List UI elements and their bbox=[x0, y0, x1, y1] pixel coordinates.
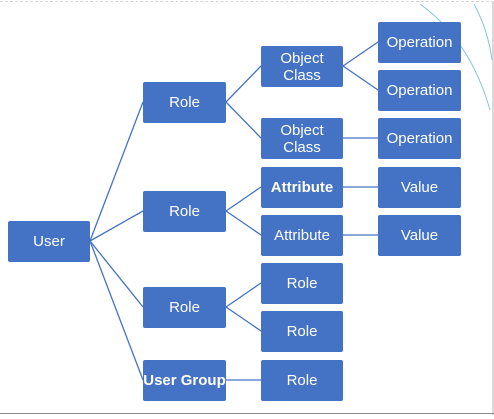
frame-bottom-border bbox=[0, 413, 494, 414]
node-group-role: Role bbox=[261, 360, 343, 401]
connector-role3-role1 bbox=[225, 282, 262, 308]
node-attribute-2: Attribute bbox=[261, 215, 343, 256]
node-object-class-2: Object Class bbox=[261, 118, 343, 159]
connector-oc1-op2 bbox=[342, 65, 379, 91]
connector-user-role3 bbox=[89, 240, 144, 308]
node-sub-role-1: Role bbox=[261, 263, 343, 304]
connector-user-role2 bbox=[89, 210, 144, 242]
connector-role1-oc1 bbox=[225, 65, 262, 103]
node-user-group: User Group bbox=[143, 360, 226, 401]
node-operation-2: Operation bbox=[378, 70, 461, 111]
node-role-3: Role bbox=[143, 287, 226, 328]
frame-right-border bbox=[492, 1, 494, 415]
node-role-1: Role bbox=[143, 82, 226, 123]
frame-top-border bbox=[0, 1, 494, 2]
connector-role3-role2 bbox=[225, 306, 262, 332]
node-operation-1: Operation bbox=[378, 22, 461, 63]
node-role-2: Role bbox=[143, 191, 226, 232]
node-operation-3: Operation bbox=[378, 118, 461, 159]
node-object-class-1: Object Class bbox=[261, 46, 343, 87]
connector-oc1-op1 bbox=[342, 41, 379, 67]
node-user: User bbox=[8, 221, 90, 262]
node-value-2: Value bbox=[378, 215, 461, 256]
connector-user-group bbox=[89, 240, 144, 381]
node-value-1: Value bbox=[378, 167, 461, 208]
connector-user-role1 bbox=[89, 101, 144, 242]
connector-role2-attr2 bbox=[225, 210, 262, 236]
node-sub-role-2: Role bbox=[261, 311, 343, 352]
connector-role1-oc2 bbox=[225, 101, 262, 139]
connector-role2-attr1 bbox=[225, 186, 262, 212]
decorative-arcs bbox=[419, 3, 493, 111]
node-attribute-1: Attribute bbox=[261, 167, 343, 208]
